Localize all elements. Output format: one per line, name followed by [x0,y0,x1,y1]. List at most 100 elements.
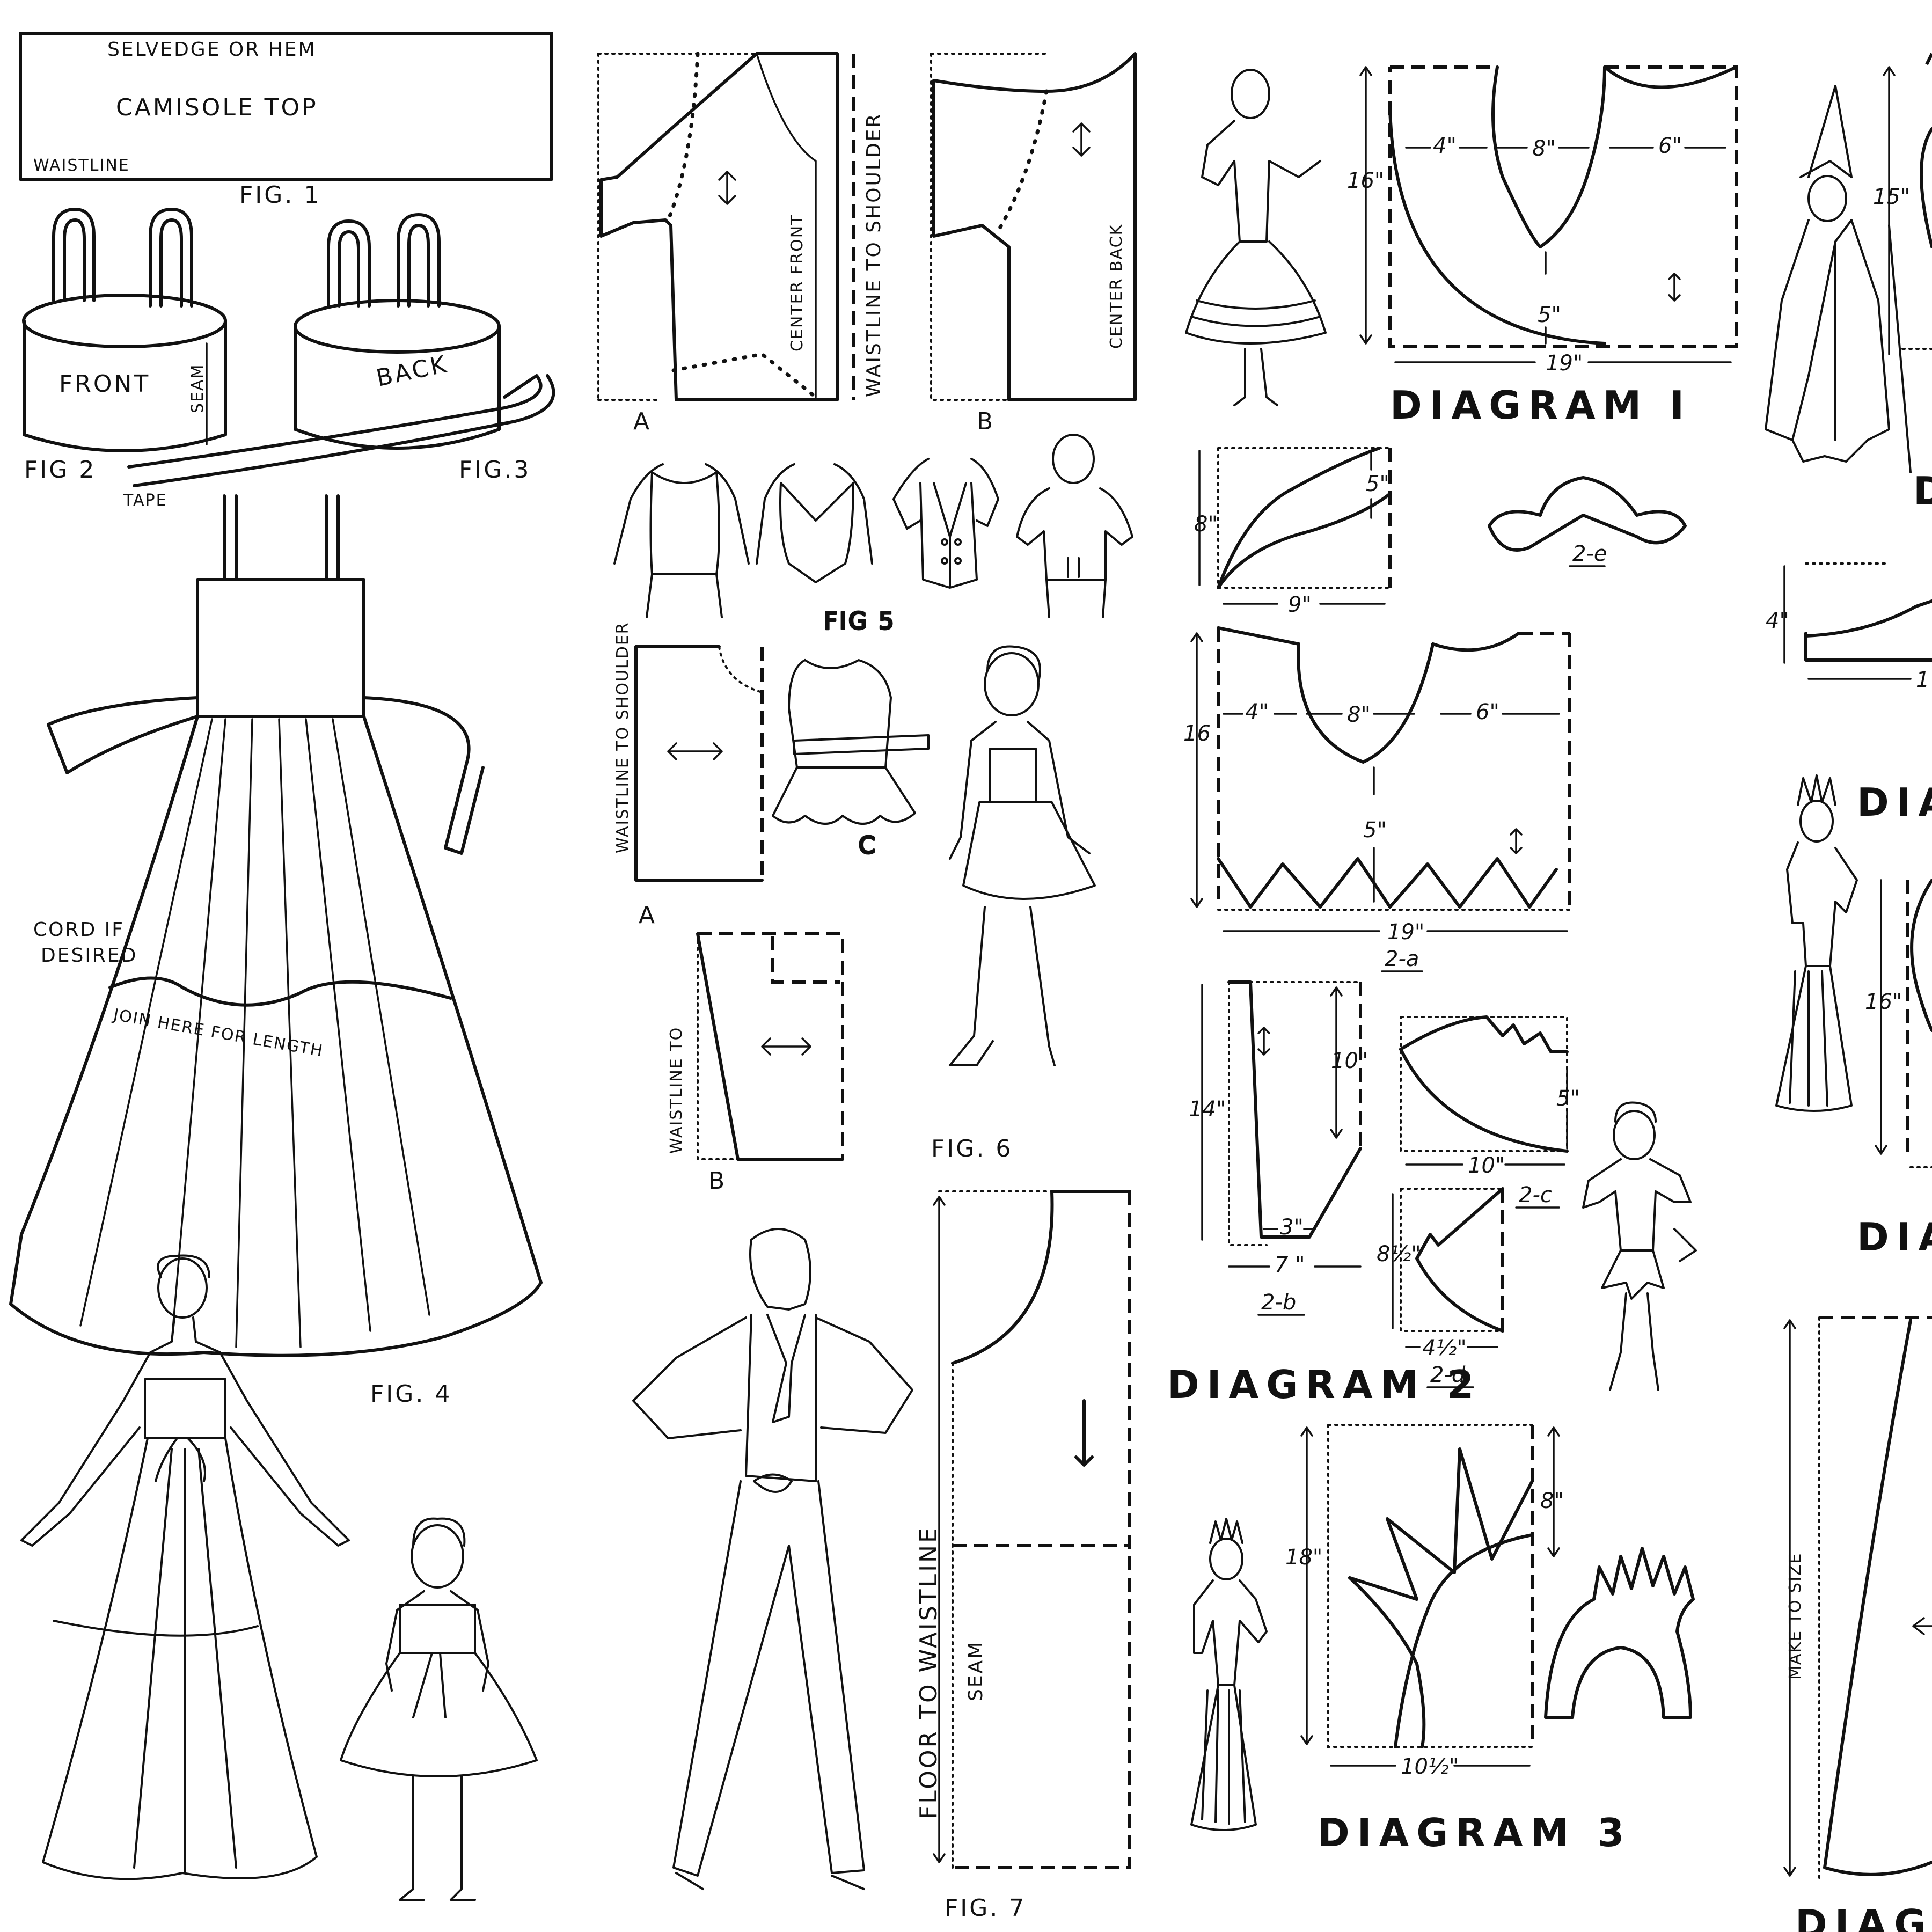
d2a-8-label: 8" [1347,702,1371,727]
diagram3-tiara-shape [1544,1547,1695,1719]
fig6-pattern-b: WAISTLINE TO B [667,932,844,1195]
fig1-caption: FIG. 1 [239,181,321,209]
fig1-title: CAMISOLE TOP [116,94,318,121]
diagram2-pattern-b: 10" 14" 3" 7 " 2-b [1189,980,1368,1316]
d3-18-label: 18" [1285,1545,1322,1570]
center-back-label: CENTER BACK [1107,224,1126,349]
d2a-6-label: 6" [1476,700,1499,724]
bodice-pattern-a: CENTER FRONT WAISTLINE TO SHOULDER A [597,52,885,435]
right-title-d: D [1913,469,1932,514]
fig6-c-label: C [859,832,877,859]
d2a-4-label: 4" [1245,700,1269,724]
diagram1-title: DIAGRAM I [1390,383,1692,428]
right-title-diag: DIAG [1795,1901,1932,1932]
fig7-trouser-pattern: FLOOR TO WAISTLINE SEAM FIG. 7 [915,1190,1131,1922]
d1-4-label: 4" [1433,134,1457,158]
right-15-label: 15" [1873,185,1910,209]
d2b-3-label: 3" [1280,1215,1304,1240]
right-partial-pattern-4: MAKE TO SIZE DIAG [1783,1316,1932,1932]
fig7-man-illustration [632,1228,913,1890]
right-queen-illustration [1775,774,1858,1112]
diagram2-pattern-c: 5" 10" 2-c [1399,1015,1580,1209]
fig6-b-label: B [708,1167,727,1195]
fig3-back-label: BACK [374,350,451,392]
fig3-tape-label: TAPE [123,491,167,510]
d2b-7-label: 7 " [1275,1253,1305,1277]
fig6-a-label: A [639,902,657,929]
diagram2-pattern-d: 8½" 4½" 2-d [1377,1187,1504,1388]
d1-16-label: 16" [1347,169,1384,193]
fig1-selvedge-label: SELVEDGE OR HEM [107,39,317,61]
waistline-to-shoulder-label: WAISTLINE TO SHOULDER [863,113,885,397]
d3-8-label: 8" [1540,1489,1564,1513]
diagram2-pattern-top: 8" 5" 9" [1194,447,1392,617]
right-partial-pattern-2: 4" 1 DIA [1766,562,1932,825]
d1-6-label: 6" [1658,134,1682,158]
floor-to-waistline-label: FLOOR TO WAISTLINE [915,1526,942,1819]
fig6-waist-to-shoulder-label: WAISTLINE TO SHOULDER [613,621,632,853]
fig2-caption: FIG 2 [24,456,96,484]
diagram2-pattern-a: 16 4" 8" 6" 5" 19" 2-a [1183,626,1571,972]
fig3-back-tube: BACK FIG.3 TAPE [123,213,555,510]
d2a-16-label: 16 [1183,721,1211,746]
d2d-8half-label: 8½" [1377,1242,1421,1267]
right-4-label: 4" [1766,609,1789,633]
fig2-seam-label: SEAM [188,364,207,413]
fig1-waistline-label: WAISTLINE [33,156,130,175]
fig6-pinafore-garment: C [772,659,930,860]
woman-in-gown-illustration [20,1254,350,1880]
bodice-pattern-b: CENTER BACK B [930,52,1137,435]
fig2-front-tube: FRONT SEAM FIG 2 [22,208,227,484]
fig4-dress-pattern: CORD IF DESIRED JOIN HERE FOR LENGTH FIG… [9,494,543,1408]
right-partial-pattern-3: 16" DIAC [1857,879,1932,1260]
d2b-14-label: 14" [1189,1097,1226,1122]
fig6-girl-illustration [949,645,1096,1066]
d2-5-label: 5" [1366,472,1389,496]
fig5-caption: FIG 5 [824,608,896,635]
d2c-10-label: 10" [1468,1153,1505,1178]
d3-10half-label: 10½" [1401,1754,1459,1779]
diagram1-peasant-woman-illustration [1185,69,1327,406]
fig2-front-label: FRONT [59,370,150,398]
fig6-waistline-to-label: WAISTLINE TO [667,1027,686,1154]
fig5-tops-illustration: FIG 5 [613,434,1133,636]
fig6-pattern-a: WAISTLINE TO SHOULDER A [613,621,764,929]
diagram3-queen-illustration [1190,1518,1268,1831]
right-witch-illustration [1765,85,1912,473]
right-title-dia: DIA [1857,780,1932,825]
fig3-caption: FIG.3 [459,456,531,484]
d2c-5-label: 5" [1556,1086,1580,1111]
d2b-10-label: 10" [1331,1049,1368,1073]
d2c-label: 2-c [1519,1183,1552,1208]
diagram2-title: DIAGRAM 2 [1167,1362,1481,1407]
fig4-cord-label-2: DESIRED [41,945,137,967]
fig4-caption: FIG. 4 [370,1380,452,1408]
fig4-cord-label: CORD IF [33,919,125,941]
d1-19-label: 19" [1546,351,1583,376]
d2a-19-label: 19" [1387,920,1424,945]
d1-5-label: 5" [1538,303,1561,327]
girl-in-dress-illustration [340,1517,538,1901]
d2-8-label: 8" [1194,512,1218,537]
d2a-5-label: 5" [1363,818,1387,843]
diagram3-title: DIAGRAM 3 [1318,1810,1631,1855]
fig7-seam-label: SEAM [965,1641,987,1701]
bodice-a-label: A [633,408,652,435]
diagram2-hat-shape: 2-e [1488,476,1687,567]
fig6-caption: FIG. 6 [931,1135,1013,1162]
d2d-label: 2-d [1430,1363,1466,1387]
make-to-size-label: MAKE TO SIZE [1786,1553,1805,1680]
diagram2-pirate-illustration [1582,1101,1697,1391]
right-title-diac: DIAC [1857,1214,1932,1260]
right-16-label: 16" [1865,990,1902,1014]
center-front-label: CENTER FRONT [788,214,807,352]
fig7-caption: FIG. 7 [945,1894,1026,1922]
diagram3-crown-pattern: 18" 8" 10½" [1285,1424,1564,1779]
d2-9-label: 9" [1288,592,1312,617]
diagram1-pattern: 16" 4" 8" 6" 5" 19" DIAGRAM I [1347,65,1738,428]
d1-8-label: 8" [1532,136,1556,161]
bodice-b-label: B [977,408,995,435]
d2b-label: 2-b [1261,1290,1296,1315]
right-1-label: 1 [1916,668,1929,692]
